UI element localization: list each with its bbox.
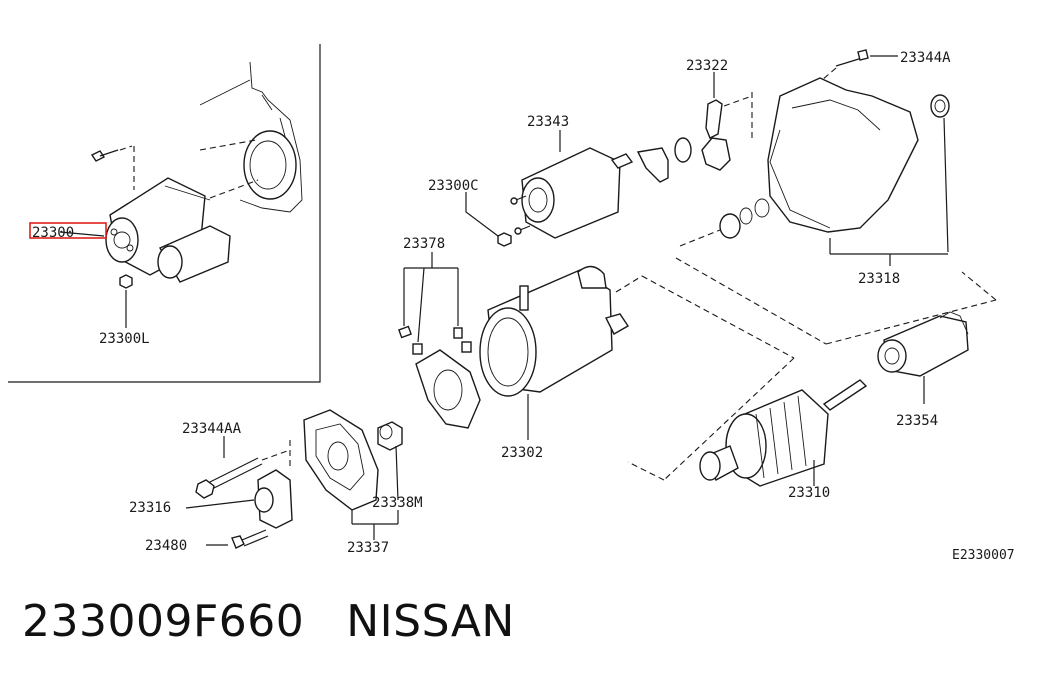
armature-23310 <box>699 379 868 487</box>
label-23316: 23316 <box>129 500 171 516</box>
label-23300L: 23300L <box>99 331 150 347</box>
bracket-23337 <box>303 409 403 540</box>
shift-lever-23322 <box>701 72 753 171</box>
label-23318: 23318 <box>858 271 900 287</box>
label-23310: 23310 <box>788 485 830 501</box>
cover-23316 <box>185 469 293 529</box>
plunger <box>636 137 692 183</box>
diagram-code: E2330007 <box>952 548 1015 563</box>
label-23337: 23337 <box>347 540 389 556</box>
pinion-23354 <box>877 311 969 404</box>
label-23338M: 23338M <box>372 495 423 511</box>
part-number[interactable]: 233009F660 <box>22 596 305 647</box>
label-23344A: 23344A <box>900 50 951 66</box>
highlight-box <box>29 222 107 239</box>
bolt-23344A <box>821 49 898 81</box>
bolt-23344AA <box>195 436 291 499</box>
label-23343: 23343 <box>527 114 569 130</box>
label-23378: 23378 <box>403 236 445 252</box>
label-23302: 23302 <box>501 445 543 461</box>
screw-23480 <box>206 529 269 549</box>
label-23354: 23354 <box>896 413 938 429</box>
label-23300C: 23300C <box>428 178 479 194</box>
label-23480: 23480 <box>145 538 187 554</box>
assembly-inset <box>8 44 321 383</box>
parts-diagram: 23300 23300L 23343 23300C 23322 <box>8 44 1015 563</box>
label-23322: 23322 <box>686 58 728 74</box>
housing-23318 <box>675 77 997 345</box>
brushes-23378 <box>398 252 481 429</box>
label-23344AA: 23344AA <box>182 421 242 437</box>
label-23300-highlight[interactable]: 23300 <box>32 225 74 241</box>
nut-23300C <box>465 192 512 247</box>
part-footer: 233009F660 NISSAN <box>22 596 515 647</box>
yoke-23302 <box>479 265 795 481</box>
brand-name: NISSAN <box>346 596 515 647</box>
solenoid-23343 <box>510 130 634 239</box>
